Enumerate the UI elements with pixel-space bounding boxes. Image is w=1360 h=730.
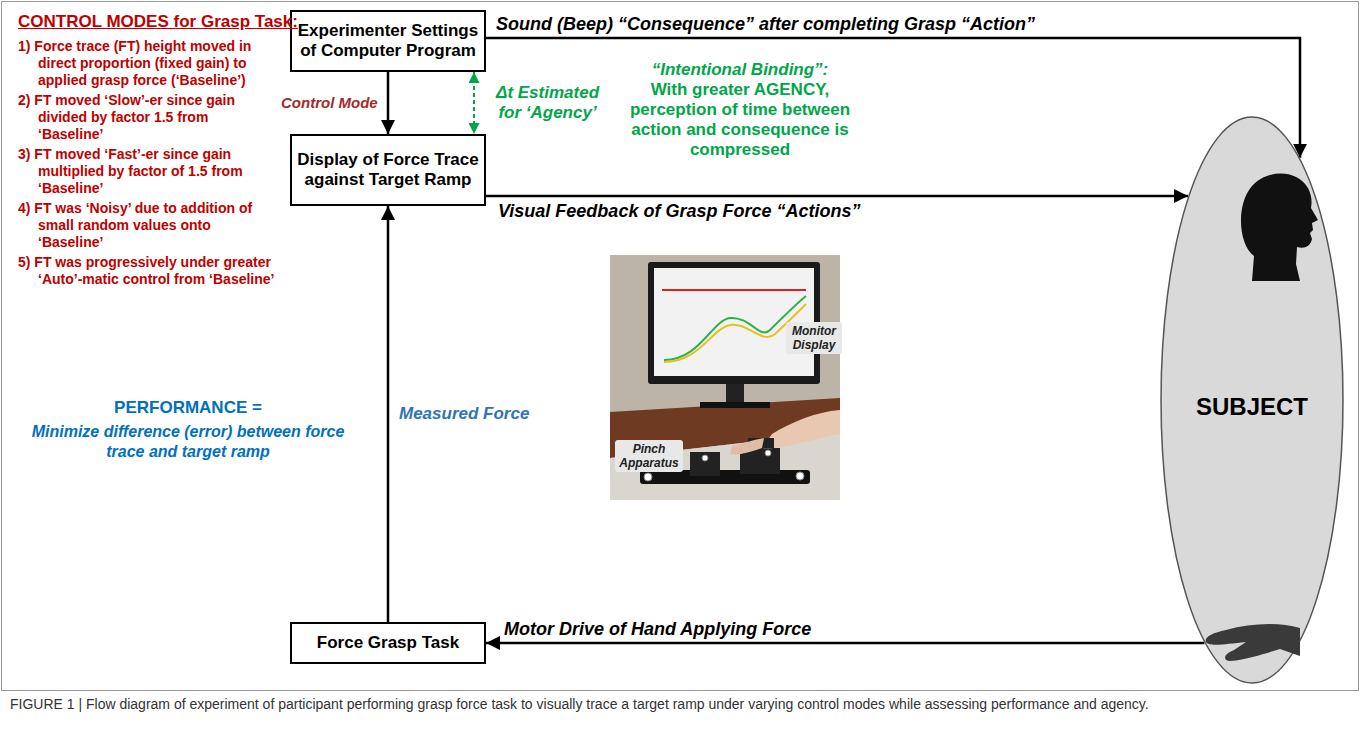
marker-dot xyxy=(765,450,771,456)
node-label: Force Grasp Task xyxy=(296,633,480,653)
note-text: With greater AGENCY, perception of time … xyxy=(622,80,858,160)
note-heading: “Intentional Binding”: xyxy=(622,60,858,80)
flow-arrow xyxy=(387,206,390,622)
ellipse-shape xyxy=(1161,117,1343,683)
process-box: Experimenter Settings of Computer Progra… xyxy=(290,10,486,72)
node-label: Experimenter Settings of Computer Progra… xyxy=(296,21,480,61)
process-box: Force Grasp Task xyxy=(290,622,486,664)
node-label: SUBJECT xyxy=(1196,393,1308,421)
note-text: Minimize difference (error) between forc… xyxy=(18,422,358,462)
list-item: 3) FT moved ‘Fast’-er since gain multipl… xyxy=(18,146,276,197)
marker-dot xyxy=(644,473,652,481)
photo-tag: Pinch Apparatus xyxy=(615,440,683,472)
photo-tag: Monitor Display xyxy=(786,322,842,354)
edge-label: Δt Estimated for ‘Agency’ xyxy=(483,83,612,123)
subject-ellipse: SUBJECT xyxy=(1160,116,1344,684)
section-heading: CONTROL MODES for Grasp Task: xyxy=(18,12,298,32)
process-box: Display of Force Trace against Target Ra… xyxy=(290,134,486,206)
edge-label: Motor Drive of Hand Applying Force xyxy=(502,619,813,640)
hand-silhouette xyxy=(1206,624,1300,661)
figure-frame xyxy=(2,2,1359,691)
apparatus-block xyxy=(690,452,720,476)
photo-wall xyxy=(610,255,840,500)
head-silhouette xyxy=(1241,174,1318,282)
marker-dot xyxy=(796,472,804,480)
list-item: 4) FT was ‘Noisy’ due to addition of sma… xyxy=(18,200,276,251)
apparatus-photo xyxy=(610,255,840,500)
force-trace xyxy=(664,296,806,360)
edge-label: Visual Feedback of Grasp Force “Actions” xyxy=(496,201,862,222)
marker-dot xyxy=(702,455,708,461)
list-item: 2) FT moved ‘Slow’-er since gain divided… xyxy=(18,92,276,143)
dashed-arrow xyxy=(473,72,475,134)
finger xyxy=(730,438,764,455)
note-heading: PERFORMANCE = xyxy=(18,398,358,418)
edge-label: Sound (Beep) “Consequence” after complet… xyxy=(494,14,1037,35)
edge-label: Measured Force xyxy=(397,404,531,424)
table-surface xyxy=(610,432,840,500)
edge-label: Control Mode xyxy=(279,94,380,112)
monitor-base xyxy=(700,402,770,408)
figure-caption: FIGURE 1 | Flow diagram of experiment of… xyxy=(10,696,1350,712)
flow-arrow xyxy=(387,72,390,134)
flow-arrow xyxy=(486,642,1204,645)
flow-arrow xyxy=(486,195,1188,198)
node-label: Display of Force Trace against Target Ra… xyxy=(296,150,480,190)
target-line xyxy=(662,289,806,291)
apparatus-rail xyxy=(640,470,810,484)
list-item: 1) Force trace (FT) height moved in dire… xyxy=(18,38,276,89)
ramp-trace xyxy=(664,304,806,362)
list-item: 5) FT was progressively under greater ‘A… xyxy=(18,254,276,288)
